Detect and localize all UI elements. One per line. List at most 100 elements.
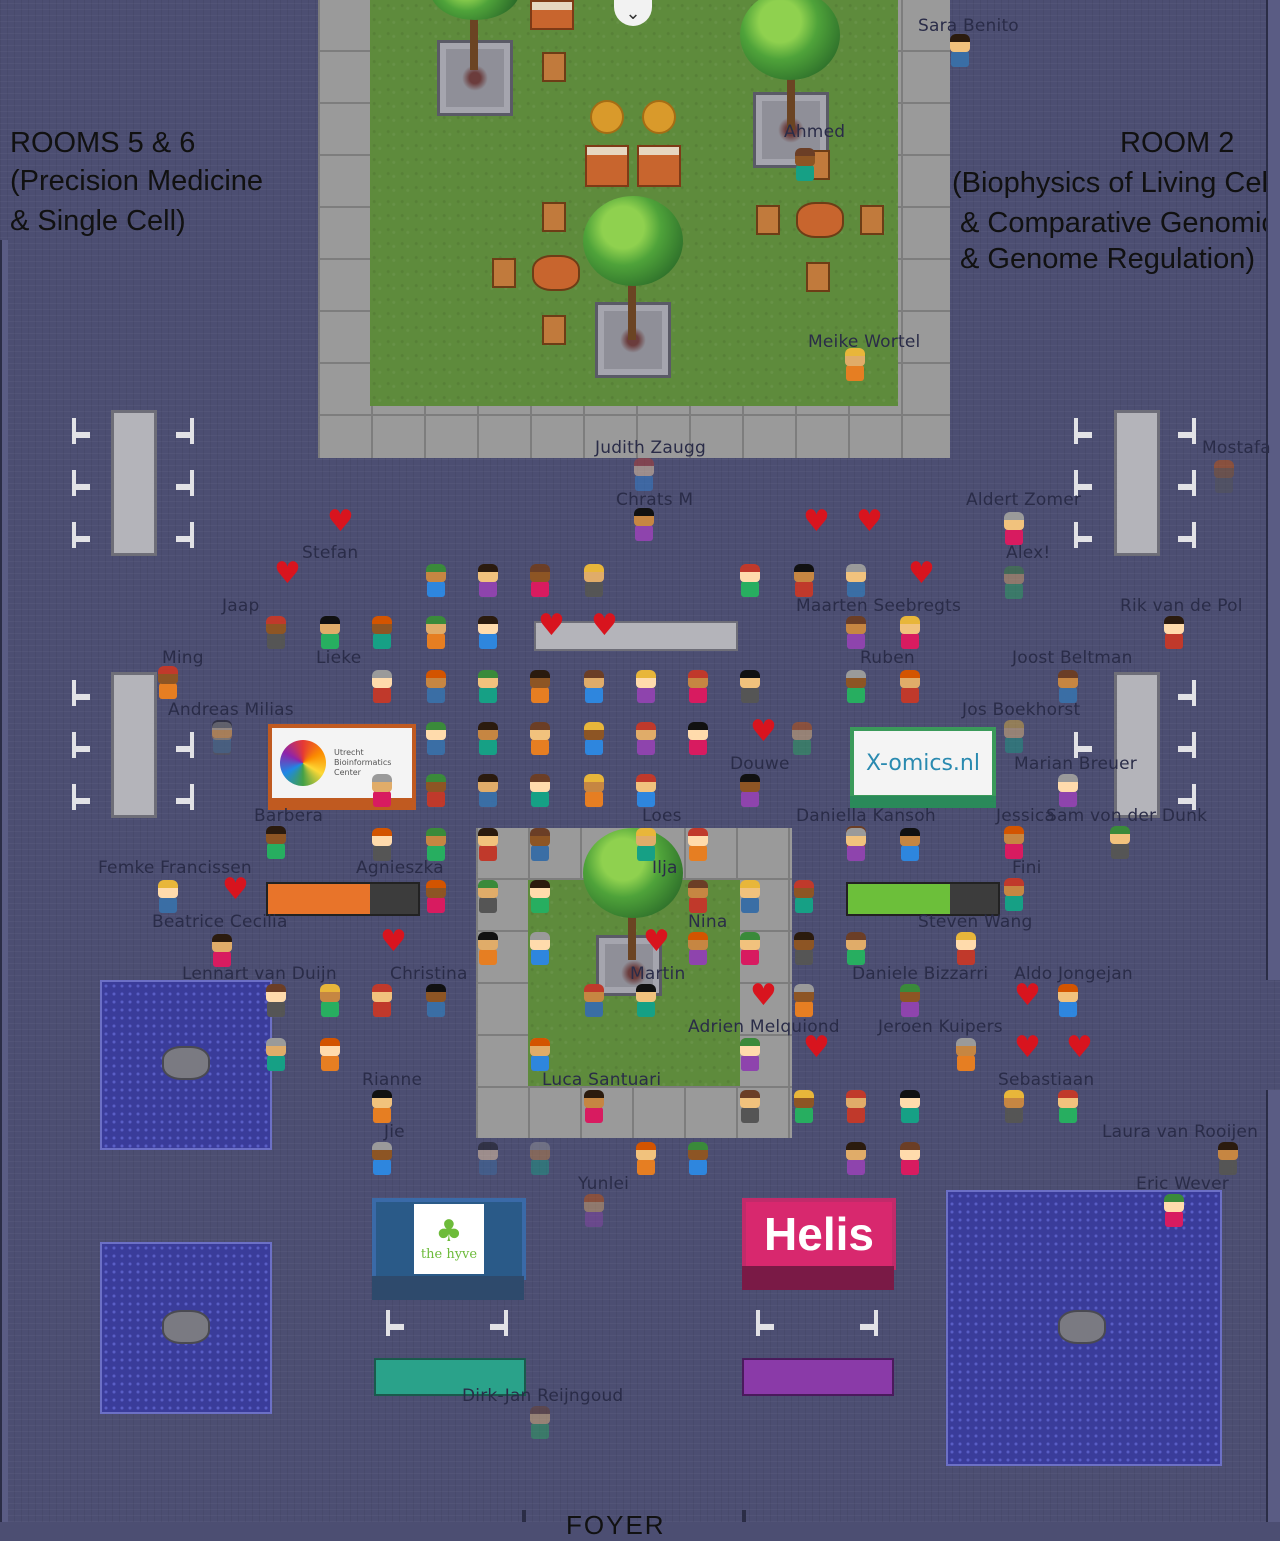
player-avatar[interactable] <box>315 1038 345 1074</box>
desk[interactable] <box>637 145 681 187</box>
chair[interactable] <box>1074 470 1092 496</box>
chair[interactable] <box>542 315 566 345</box>
player-avatar[interactable] <box>525 722 555 758</box>
player-avatar[interactable] <box>261 984 291 1020</box>
player-avatar[interactable] <box>525 564 555 600</box>
chair[interactable] <box>806 262 830 292</box>
player-avatar[interactable] <box>315 984 345 1020</box>
player-avatar[interactable] <box>525 1406 555 1442</box>
player-avatar[interactable] <box>841 828 871 864</box>
player-avatar[interactable] <box>473 670 503 706</box>
player-avatar[interactable] <box>789 880 819 916</box>
chair[interactable] <box>72 470 90 496</box>
player-avatar[interactable] <box>367 670 397 706</box>
player-avatar[interactable] <box>895 828 925 864</box>
bench[interactable] <box>534 621 738 651</box>
player-avatar[interactable] <box>1159 1194 1189 1230</box>
desk[interactable] <box>530 0 574 30</box>
chair[interactable] <box>1178 470 1196 496</box>
player-avatar[interactable] <box>735 880 765 916</box>
player-avatar[interactable] <box>631 984 661 1020</box>
player-avatar[interactable] <box>473 564 503 600</box>
round-table[interactable] <box>162 1310 210 1344</box>
stool[interactable] <box>642 100 676 134</box>
player-avatar[interactable] <box>841 1142 871 1178</box>
chair[interactable] <box>756 1310 774 1336</box>
player-avatar[interactable] <box>207 720 237 756</box>
player-avatar[interactable] <box>207 722 237 758</box>
player-avatar[interactable] <box>735 932 765 968</box>
player-avatar[interactable] <box>735 1090 765 1126</box>
player-avatar[interactable] <box>367 984 397 1020</box>
player-avatar[interactable] <box>1053 670 1083 706</box>
player-avatar[interactable] <box>367 774 397 810</box>
chair[interactable] <box>1074 732 1092 758</box>
chair[interactable] <box>176 784 194 810</box>
player-avatar[interactable] <box>999 1090 1029 1126</box>
player-avatar[interactable] <box>789 984 819 1020</box>
player-avatar[interactable] <box>525 1038 555 1074</box>
meeting-rug[interactable] <box>100 1242 272 1414</box>
round-table[interactable] <box>162 1046 210 1080</box>
player-avatar[interactable] <box>473 722 503 758</box>
chair[interactable] <box>490 1310 508 1336</box>
chair[interactable] <box>1074 522 1092 548</box>
player-avatar[interactable] <box>579 564 609 600</box>
chair[interactable] <box>72 680 90 706</box>
player-avatar[interactable] <box>579 670 609 706</box>
player-avatar[interactable] <box>789 1090 819 1126</box>
chair[interactable] <box>72 784 90 810</box>
player-avatar[interactable] <box>841 670 871 706</box>
sponsor-hyve-board[interactable]: ♣ the hyve <box>372 1198 526 1280</box>
player-avatar[interactable] <box>999 720 1029 756</box>
player-avatar[interactable] <box>683 932 713 968</box>
player-avatar[interactable] <box>525 774 555 810</box>
player-avatar[interactable] <box>1053 984 1083 1020</box>
player-avatar[interactable] <box>841 1090 871 1126</box>
player-avatar[interactable] <box>895 1090 925 1126</box>
player-avatar[interactable] <box>525 932 555 968</box>
player-avatar[interactable] <box>421 774 451 810</box>
player-avatar[interactable] <box>1105 826 1135 862</box>
long-table[interactable] <box>111 672 157 818</box>
chair[interactable] <box>1178 732 1196 758</box>
player-avatar[interactable] <box>999 878 1029 914</box>
player-avatar[interactable] <box>367 828 397 864</box>
player-avatar[interactable] <box>631 828 661 864</box>
player-avatar[interactable] <box>367 616 397 652</box>
teal-bench[interactable] <box>374 1358 526 1396</box>
chair[interactable] <box>176 522 194 548</box>
player-avatar[interactable] <box>153 880 183 916</box>
player-avatar[interactable] <box>473 880 503 916</box>
long-table[interactable] <box>1114 672 1160 818</box>
player-avatar[interactable] <box>951 1038 981 1074</box>
player-avatar[interactable] <box>421 722 451 758</box>
player-avatar[interactable] <box>789 932 819 968</box>
sponsor-helis-board[interactable]: Helis <box>742 1198 896 1270</box>
player-avatar[interactable] <box>473 1142 503 1178</box>
chair[interactable] <box>860 205 884 235</box>
chair[interactable] <box>492 258 516 288</box>
chair[interactable] <box>542 52 566 82</box>
chair[interactable] <box>1074 418 1092 444</box>
player-avatar[interactable] <box>261 1038 291 1074</box>
player-avatar[interactable] <box>683 670 713 706</box>
chair[interactable] <box>176 470 194 496</box>
player-avatar[interactable] <box>473 828 503 864</box>
player-avatar[interactable] <box>367 1090 397 1126</box>
player-avatar[interactable] <box>421 880 451 916</box>
player-avatar[interactable] <box>473 616 503 652</box>
player-avatar[interactable] <box>631 722 661 758</box>
chair[interactable] <box>176 418 194 444</box>
player-avatar[interactable] <box>473 932 503 968</box>
chair[interactable] <box>860 1310 878 1336</box>
chair[interactable] <box>542 202 566 232</box>
player-avatar[interactable] <box>629 458 659 494</box>
purple-bench[interactable] <box>742 1358 894 1396</box>
chair[interactable] <box>72 418 90 444</box>
player-avatar[interactable] <box>999 566 1029 602</box>
player-avatar[interactable] <box>525 670 555 706</box>
player-avatar[interactable] <box>1053 774 1083 810</box>
player-avatar[interactable] <box>261 826 291 862</box>
player-avatar[interactable] <box>1159 616 1189 652</box>
